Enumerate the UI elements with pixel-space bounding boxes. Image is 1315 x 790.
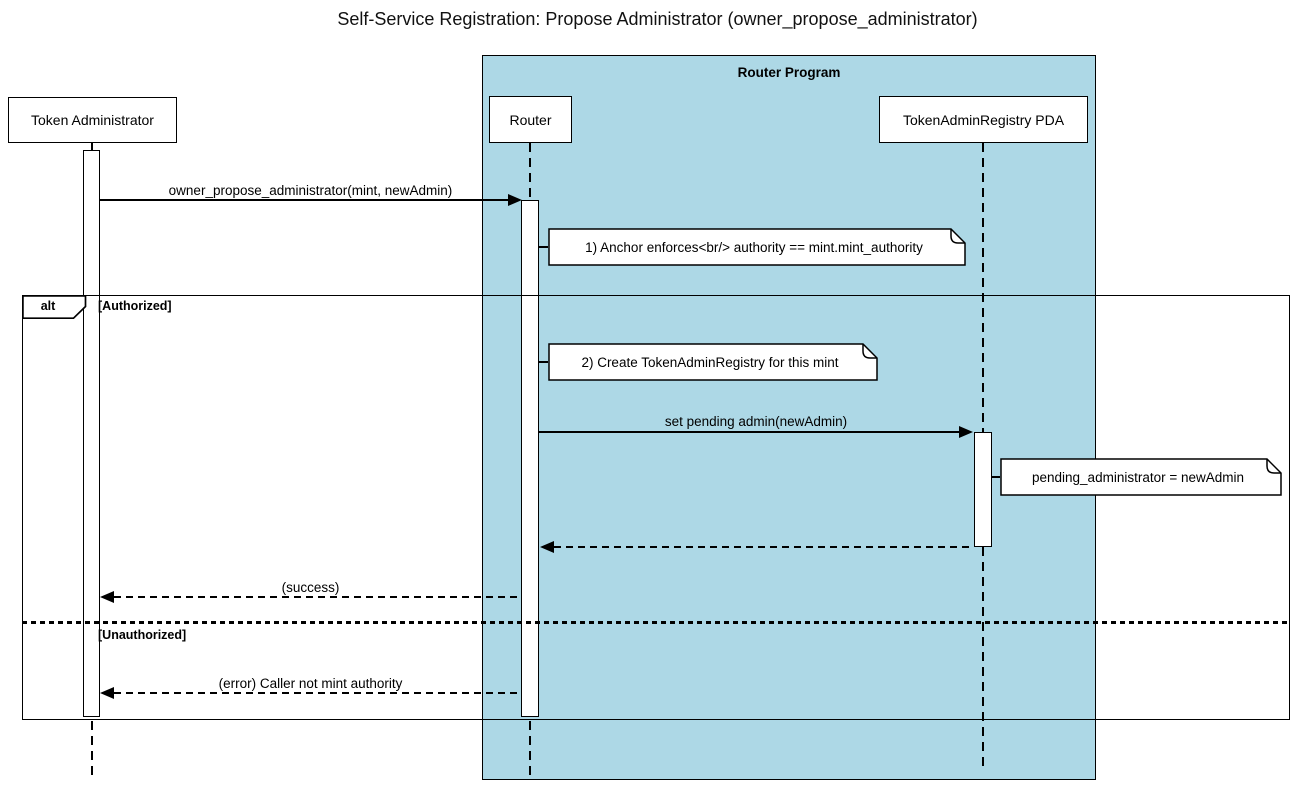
alt-unauthorized-label: [Unauthorized] xyxy=(98,628,187,642)
participant-router: Router xyxy=(489,96,572,143)
note-create-registry: 2) Create TokenAdminRegistry for this mi… xyxy=(548,343,878,381)
participant-registry-pda: TokenAdminRegistry PDA xyxy=(879,96,1088,143)
message-success-line xyxy=(114,596,521,598)
message-success-label: (success) xyxy=(281,580,340,595)
participant-token-administrator-label: Token Administrator xyxy=(31,112,154,128)
note-outline-icon xyxy=(548,228,966,266)
note-outline-icon xyxy=(1000,458,1282,496)
note-create-registry-text: 2) Create TokenAdminRegistry for this mi… xyxy=(581,354,839,370)
alt-authorized-label: [Authorized] xyxy=(98,299,172,313)
arrowhead-left-icon xyxy=(100,591,114,603)
diagram-title: Self-Service Registration: Propose Admin… xyxy=(337,9,978,29)
router-program-container: Router Program xyxy=(482,55,1096,780)
message-set-pending-label: set pending admin(newAdmin) xyxy=(664,414,848,429)
arrowhead-right-icon xyxy=(508,194,522,206)
lifeline-router-top xyxy=(529,143,531,200)
message-error-label: (error) Caller not mint authority xyxy=(218,676,403,691)
arrowhead-right-icon xyxy=(959,426,973,438)
note3-connector xyxy=(992,476,1000,478)
router-program-label: Router Program xyxy=(737,65,841,80)
activation-router xyxy=(521,200,539,717)
note-anchor-enforces: 1) Anchor enforces<br/> authority == min… xyxy=(548,228,966,266)
activation-registry-pda xyxy=(974,432,992,547)
participant-token-administrator: Token Administrator xyxy=(8,97,177,143)
participant-registry-pda-label: TokenAdminRegistry PDA xyxy=(902,111,1065,128)
message-propose-line xyxy=(100,199,508,201)
alt-frame xyxy=(22,295,1290,720)
lifeline-token-administrator-tail xyxy=(91,721,93,776)
alt-operator-label: alt xyxy=(40,299,56,313)
activation-token-administrator xyxy=(83,150,100,717)
arrowhead-left-icon xyxy=(540,541,554,553)
note-anchor-enforces-text: 1) Anchor enforces<br/> authority == min… xyxy=(585,239,923,255)
message-error-line xyxy=(114,692,521,694)
alt-divider xyxy=(22,621,1290,624)
note-outline-icon xyxy=(548,343,878,381)
message-propose-label: owner_propose_administrator(mint, newAdm… xyxy=(168,183,453,198)
lifeline-registry-pda-top xyxy=(982,143,984,432)
note-pending-administrator-text: pending_administrator = newAdmin xyxy=(1032,469,1244,485)
lifeline-registry-pda-tail xyxy=(982,547,984,770)
note-pending-administrator: pending_administrator = newAdmin xyxy=(1000,458,1282,496)
note1-connector xyxy=(539,246,548,248)
alt-operator-pentagon xyxy=(22,295,87,320)
arrowhead-left-icon xyxy=(100,687,114,699)
message-set-pending-line xyxy=(539,431,959,433)
note2-connector xyxy=(539,361,548,363)
message-return-registry-line xyxy=(554,546,972,548)
participant-router-label: Router xyxy=(509,111,552,128)
lifeline-router-tail xyxy=(529,721,531,776)
lifeline-token-administrator-stub xyxy=(91,143,93,151)
